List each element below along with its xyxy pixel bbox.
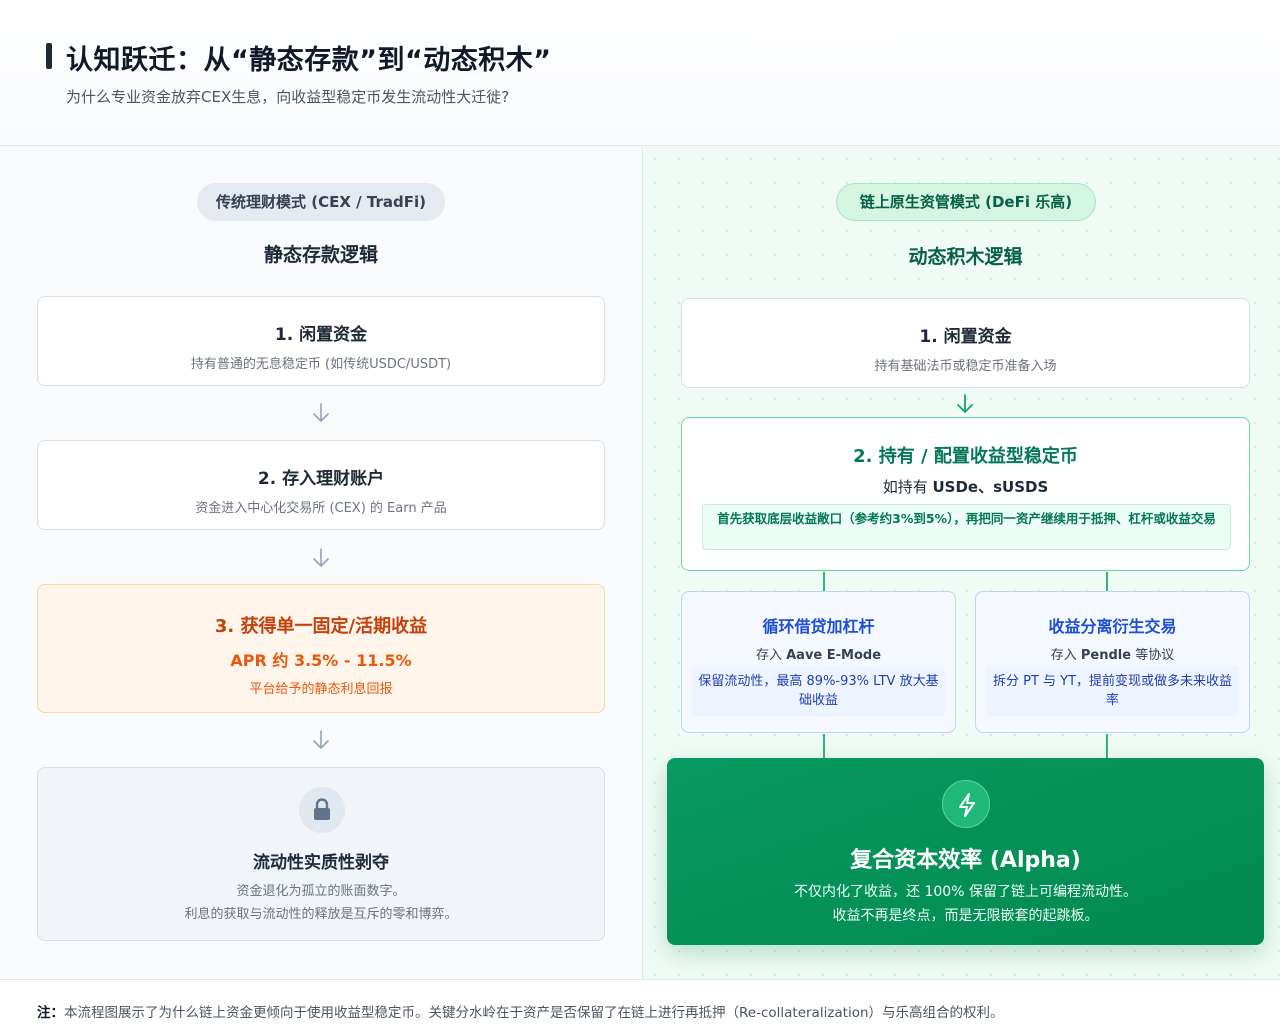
leverage-loop-note: 保留流动性，最高 89%-93% LTV 放大基础收益 [692, 666, 945, 716]
left-step-1-title: 1. 闲置资金 [274, 325, 368, 345]
right-step-2-assets: USDe、sUSDS [932, 478, 1049, 496]
lightning-bolt-icon [959, 793, 975, 817]
footer-body: 本流程图展示了为什么链上资金更倾向于使用收益型稳定币。关键分水岭在于资产是否保留… [64, 1005, 1004, 1021]
traditional-mode-pill: 传统理财模式 (CEX / TradFi) [197, 183, 445, 221]
arrow-down-icon [313, 548, 329, 567]
right-step-1-title: 1. 闲置资金 [919, 327, 1012, 347]
left-step-4-desc-2: 利息的获取与流动性的释放是互斥的零和博弈。 [184, 907, 458, 922]
yield-split-card: 收益分离衍生交易 存入 Pendle 等协议 拆分 PT 与 YT，提前变现或做… [975, 591, 1250, 733]
connector-line [1106, 572, 1108, 591]
defi-mode-pill: 链上原生资管模式 (DeFi 乐高) [836, 183, 1096, 221]
leverage-loop-title: 循环借贷加杠杆 [762, 617, 875, 636]
connector-line [823, 572, 825, 591]
leverage-loop-protocol: Aave E-Mode [786, 648, 882, 663]
connector-line [1106, 734, 1108, 758]
footer-label: 注： [37, 1005, 64, 1021]
right-step-1-card: 1. 闲置资金 持有基础法币或稳定币准备入场 [681, 298, 1250, 388]
arrow-down-icon [313, 403, 329, 422]
left-step-3-title: 3. 获得单一固定/活期收益 [214, 616, 428, 637]
yield-split-note: 拆分 PT 与 YT，提前变现或做多未来收益率 [986, 666, 1239, 716]
leverage-loop-card: 循环借贷加杠杆 存入 Aave E-Mode 保留流动性，最高 89%-93% … [681, 591, 956, 733]
left-step-3-note: 平台给予的静态利息回报 [249, 682, 393, 697]
page-subtitle: 为什么专业资金放弃CEX生息，向收益型稳定币发生流动性大迁徙? [66, 88, 510, 106]
leverage-loop-sub: 存入 Aave E-Mode [682, 644, 955, 663]
title-accent-bar [46, 43, 52, 69]
page-header: 认知跃迁：从“静态存款”到“动态积木” 为什么专业资金放弃CEX生息，向收益型稳… [0, 0, 1280, 146]
connector-line [823, 734, 825, 758]
arrow-down-icon [313, 730, 329, 749]
compound-efficiency-card: 复合资本效率 (Alpha) 不仅内化了收益，还 100% 保留了链上可编程流动… [667, 758, 1264, 945]
left-step-4-card: 流动性实质性剥夺 资金退化为孤立的账面数字。 利息的获取与流动性的释放是互斥的零… [37, 767, 605, 941]
yield-split-sub: 存入 Pendle 等协议 [976, 644, 1249, 663]
left-step-4-title: 流动性实质性剥夺 [253, 853, 389, 873]
lock-icon [314, 798, 330, 820]
page-title: 认知跃迁：从“静态存款”到“动态积木” [66, 45, 552, 76]
right-step-2-title: 2. 持有 / 配置收益型稳定币 [853, 446, 1078, 467]
yield-split-title: 收益分离衍生交易 [1048, 617, 1177, 636]
right-step-2-sub-prefix: 如持有 [882, 478, 933, 496]
footer-note: 注：本流程图展示了为什么链上资金更倾向于使用收益型稳定币。关键分水岭在于资产是否… [0, 979, 1280, 1026]
yield-split-sub-suffix: 等协议 [1131, 648, 1175, 663]
column-divider [642, 147, 643, 979]
defi-heading: 动态积木逻辑 [908, 246, 1023, 268]
lock-icon-badge [299, 787, 345, 833]
right-step-2-sub: 如持有 USDe、sUSDS [682, 476, 1249, 497]
left-step-4-desc-1: 资金退化为孤立的账面数字。 [236, 884, 406, 899]
right-step-2-note: 首先获取底层收益敞口（参考约3%到5%），再把同一资产继续用于抵押、杠杆或收益交… [702, 504, 1231, 550]
compound-efficiency-title: 复合资本效率 (Alpha) [850, 848, 1081, 873]
right-step-1-desc: 持有基础法币或稳定币准备入场 [874, 359, 1057, 374]
yield-split-sub-prefix: 存入 [1050, 648, 1081, 663]
lightning-bolt-badge [942, 780, 990, 828]
leverage-loop-sub-prefix: 存入 [755, 648, 787, 663]
yield-split-protocol: Pendle [1080, 648, 1132, 663]
left-step-1-card: 1. 闲置资金 持有普通的无息稳定币 (如传统USDC/USDT) [37, 296, 605, 386]
compound-efficiency-desc-1: 不仅内化了收益，还 100% 保留了链上可编程流动性。 [794, 884, 1137, 900]
right-step-2-card: 2. 持有 / 配置收益型稳定币 如持有 USDe、sUSDS 首先获取底层收益… [681, 417, 1250, 571]
left-step-2-desc: 资金进入中心化交易所 (CEX) 的 Earn 产品 [195, 501, 447, 516]
left-step-2-card: 2. 存入理财账户 资金进入中心化交易所 (CEX) 的 Earn 产品 [37, 440, 605, 530]
apr-range: APR 约 3.5% - 11.5% [230, 651, 412, 670]
left-step-2-title: 2. 存入理财账户 [257, 469, 385, 489]
arrow-down-icon [957, 394, 973, 413]
left-step-3-card: 3. 获得单一固定/活期收益 APR 约 3.5% - 11.5% 平台给予的静… [37, 584, 605, 713]
traditional-heading: 静态存款逻辑 [263, 244, 378, 266]
compound-efficiency-desc-2: 收益不再是终点，而是无限嵌套的起跳板。 [832, 908, 1099, 924]
left-step-1-desc: 持有普通的无息稳定币 (如传统USDC/USDT) [190, 357, 452, 372]
footer-text: 注：本流程图展示了为什么链上资金更倾向于使用收益型稳定币。关键分水岭在于资产是否… [37, 1001, 1004, 1021]
